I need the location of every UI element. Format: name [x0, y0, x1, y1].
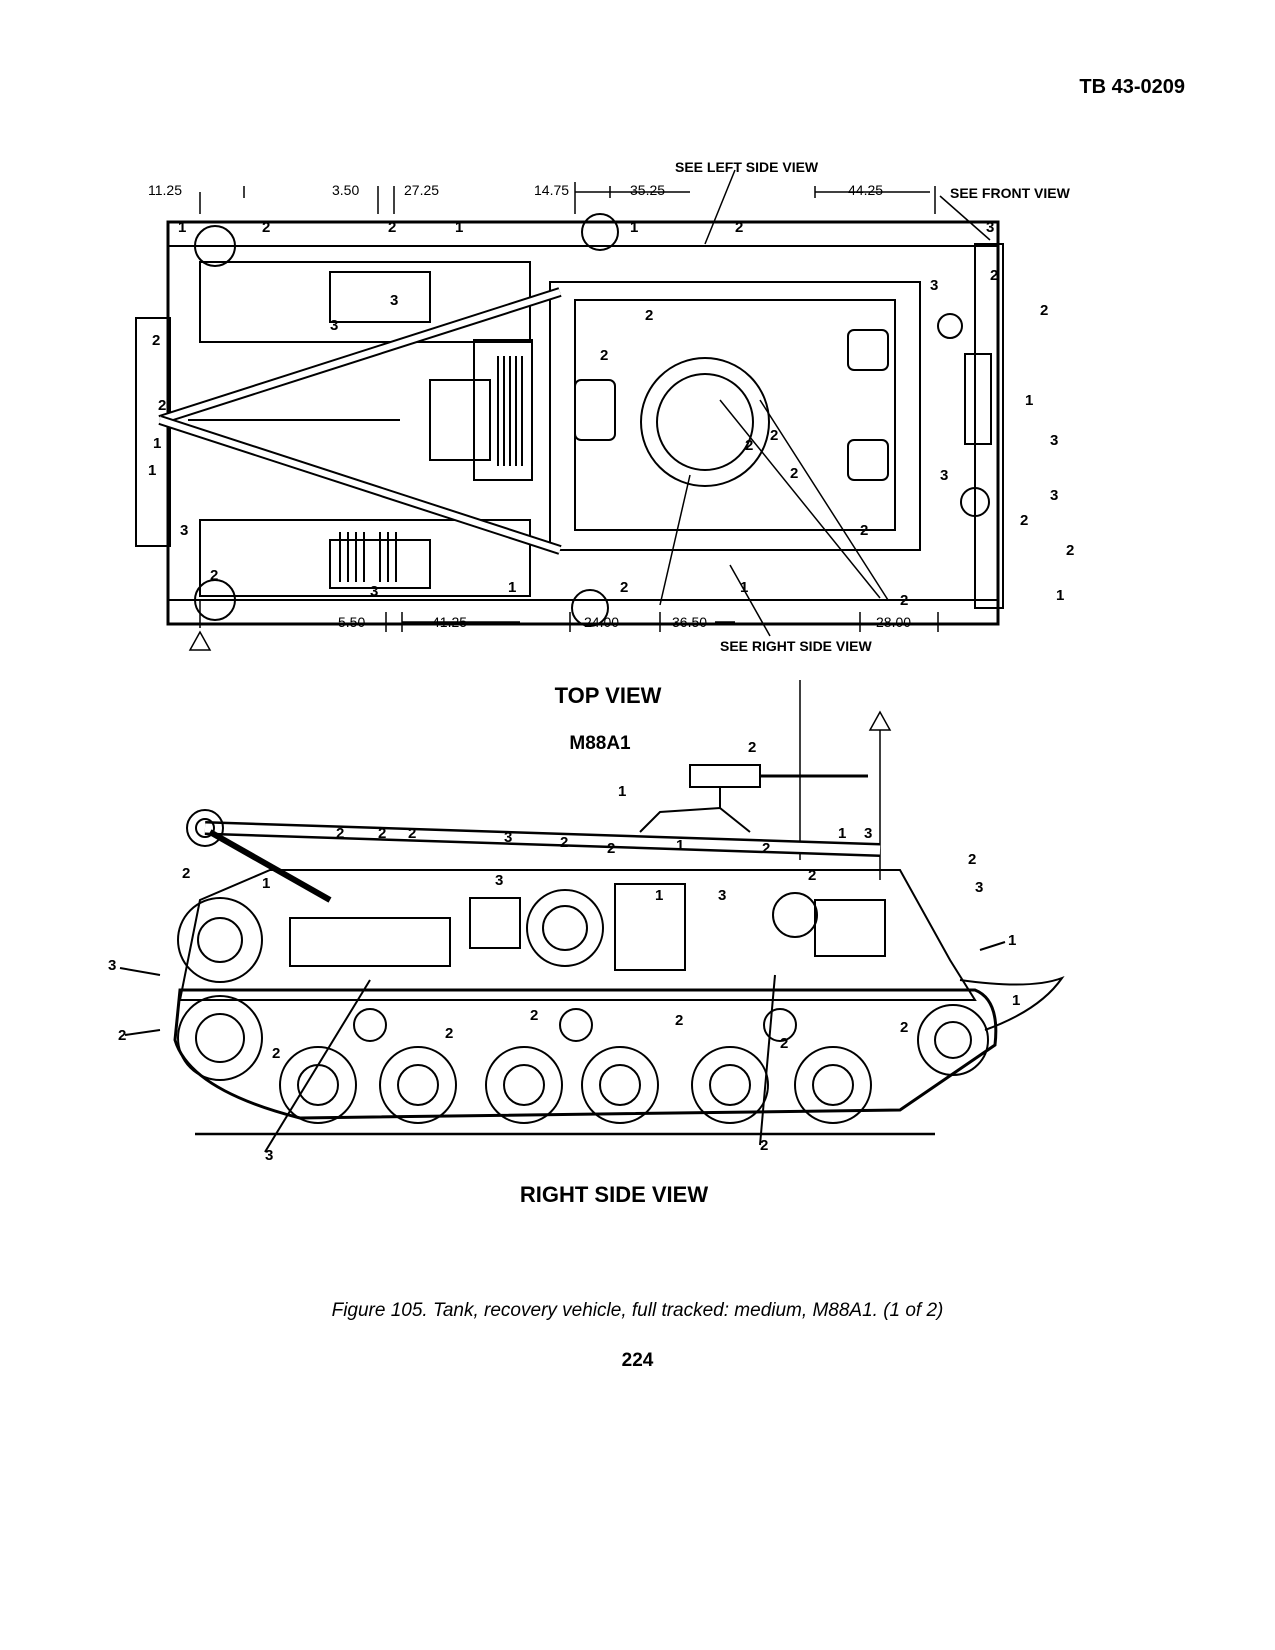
svg-text:2: 2: [600, 347, 608, 364]
svg-text:2: 2: [745, 437, 753, 454]
svg-text:1: 1: [740, 579, 748, 596]
side-view-drawing: [119, 764, 1065, 1153]
svg-text:1: 1: [618, 783, 626, 800]
svg-text:2: 2: [620, 579, 628, 596]
svg-text:3: 3: [265, 1147, 273, 1164]
see-front-view-callout: SEE FRONT VIEW: [950, 185, 1071, 201]
dim-11-25: 11.25: [148, 182, 182, 198]
dim-28-00: 28.00: [876, 614, 911, 630]
svg-text:2: 2: [735, 219, 743, 236]
svg-text:3: 3: [108, 957, 116, 974]
svg-text:2: 2: [770, 427, 778, 444]
svg-text:2: 2: [760, 1137, 768, 1154]
svg-text:1: 1: [455, 219, 463, 236]
svg-text:2: 2: [675, 1012, 683, 1029]
svg-text:1: 1: [178, 219, 186, 236]
top-view-title: TOP VIEW: [554, 683, 662, 708]
svg-text:2: 2: [1020, 512, 1028, 529]
svg-text:2: 2: [152, 332, 160, 349]
dim-14-75: 14.75: [534, 182, 569, 198]
svg-text:2: 2: [900, 1019, 908, 1036]
svg-text:2: 2: [378, 825, 386, 842]
svg-text:2: 2: [336, 825, 344, 842]
svg-text:2: 2: [808, 867, 816, 884]
svg-text:1: 1: [838, 825, 846, 842]
dim-5-50: 5.50: [338, 614, 365, 630]
svg-text:1: 1: [1025, 392, 1033, 409]
svg-text:1: 1: [148, 462, 156, 479]
svg-text:1: 1: [1008, 932, 1016, 949]
svg-text:2: 2: [762, 840, 770, 857]
svg-text:3: 3: [370, 583, 378, 600]
dim-41-25: 41.25: [432, 614, 467, 630]
svg-text:2: 2: [968, 851, 976, 868]
svg-text:2: 2: [607, 840, 615, 857]
svg-text:2: 2: [790, 465, 798, 482]
svg-text:3: 3: [390, 292, 398, 309]
right-side-view-title: RIGHT SIDE VIEW: [519, 1182, 709, 1207]
svg-text:1: 1: [655, 887, 663, 904]
svg-text:2: 2: [182, 865, 190, 882]
svg-text:3: 3: [975, 879, 983, 896]
svg-text:3: 3: [940, 467, 948, 484]
bottom-dimension-labels: 5.50 41.25 24.00 36.50 28.00: [338, 614, 911, 630]
dim-24-00: 24.00: [584, 614, 619, 630]
top-view-drawing: [135, 213, 1004, 627]
svg-text:1: 1: [1056, 587, 1064, 604]
top-dimension-labels: 11.25 3.50 27.25 14.75 35.25 44.25: [148, 182, 883, 198]
svg-text:2: 2: [860, 522, 868, 539]
svg-text:2: 2: [560, 834, 568, 851]
svg-text:3: 3: [986, 219, 994, 236]
svg-text:2: 2: [388, 219, 396, 236]
dim-27-25: 27.25: [404, 182, 439, 198]
svg-text:2: 2: [748, 739, 756, 756]
svg-text:2: 2: [990, 267, 998, 284]
svg-text:2: 2: [780, 1035, 788, 1052]
svg-text:2: 2: [1066, 542, 1074, 559]
svg-text:1: 1: [508, 579, 516, 596]
svg-text:3: 3: [180, 522, 188, 539]
svg-text:1: 1: [676, 837, 684, 854]
svg-text:2: 2: [530, 1007, 538, 1024]
svg-text:1: 1: [630, 219, 638, 236]
svg-text:2: 2: [445, 1025, 453, 1042]
side-view-labels: 2 1 2 2 2 3 2 2 1 2 1 3 2 1 3 1 3 2 2 3 1 1 3 2 3 2 2…: [108, 739, 1020, 1164]
svg-text:2: 2: [645, 307, 653, 324]
page-number: 224: [621, 1350, 654, 1371]
svg-text:2: 2: [262, 219, 270, 236]
document-id: TB 43-0209: [1079, 76, 1185, 98]
svg-text:3: 3: [1050, 487, 1058, 504]
bottom-dimension-lines: [199, 399, 939, 637]
dim-36-50: 36.50: [672, 614, 707, 630]
svg-text:2: 2: [408, 825, 416, 842]
figure-caption: Figure 105. Tank, recovery vehicle, full…: [331, 1300, 944, 1321]
svg-text:2: 2: [900, 592, 908, 609]
model-label: M88A1: [569, 733, 631, 754]
dim-44-25: 44.25: [848, 182, 883, 198]
dim-35-25: 35.25: [630, 182, 665, 198]
svg-text:2: 2: [158, 397, 166, 414]
top-dimension-lines: [199, 169, 991, 245]
see-left-side-view-callout: SEE LEFT SIDE VIEW: [675, 159, 819, 175]
svg-text:3: 3: [504, 829, 512, 846]
svg-text:1: 1: [153, 435, 161, 452]
svg-text:3: 3: [864, 825, 872, 842]
svg-text:1: 1: [1012, 992, 1020, 1009]
see-right-side-view-callout: SEE RIGHT SIDE VIEW: [720, 638, 872, 654]
svg-text:2: 2: [210, 567, 218, 584]
svg-text:3: 3: [495, 872, 503, 889]
svg-text:3: 3: [718, 887, 726, 904]
svg-text:2: 2: [118, 1027, 126, 1044]
svg-text:2: 2: [1040, 302, 1048, 319]
svg-text:3: 3: [930, 277, 938, 294]
dim-3-50: 3.50: [332, 182, 359, 198]
svg-text:2: 2: [272, 1045, 280, 1062]
svg-text:3: 3: [1050, 432, 1058, 449]
svg-text:1: 1: [262, 875, 270, 892]
svg-text:3: 3: [330, 317, 338, 334]
